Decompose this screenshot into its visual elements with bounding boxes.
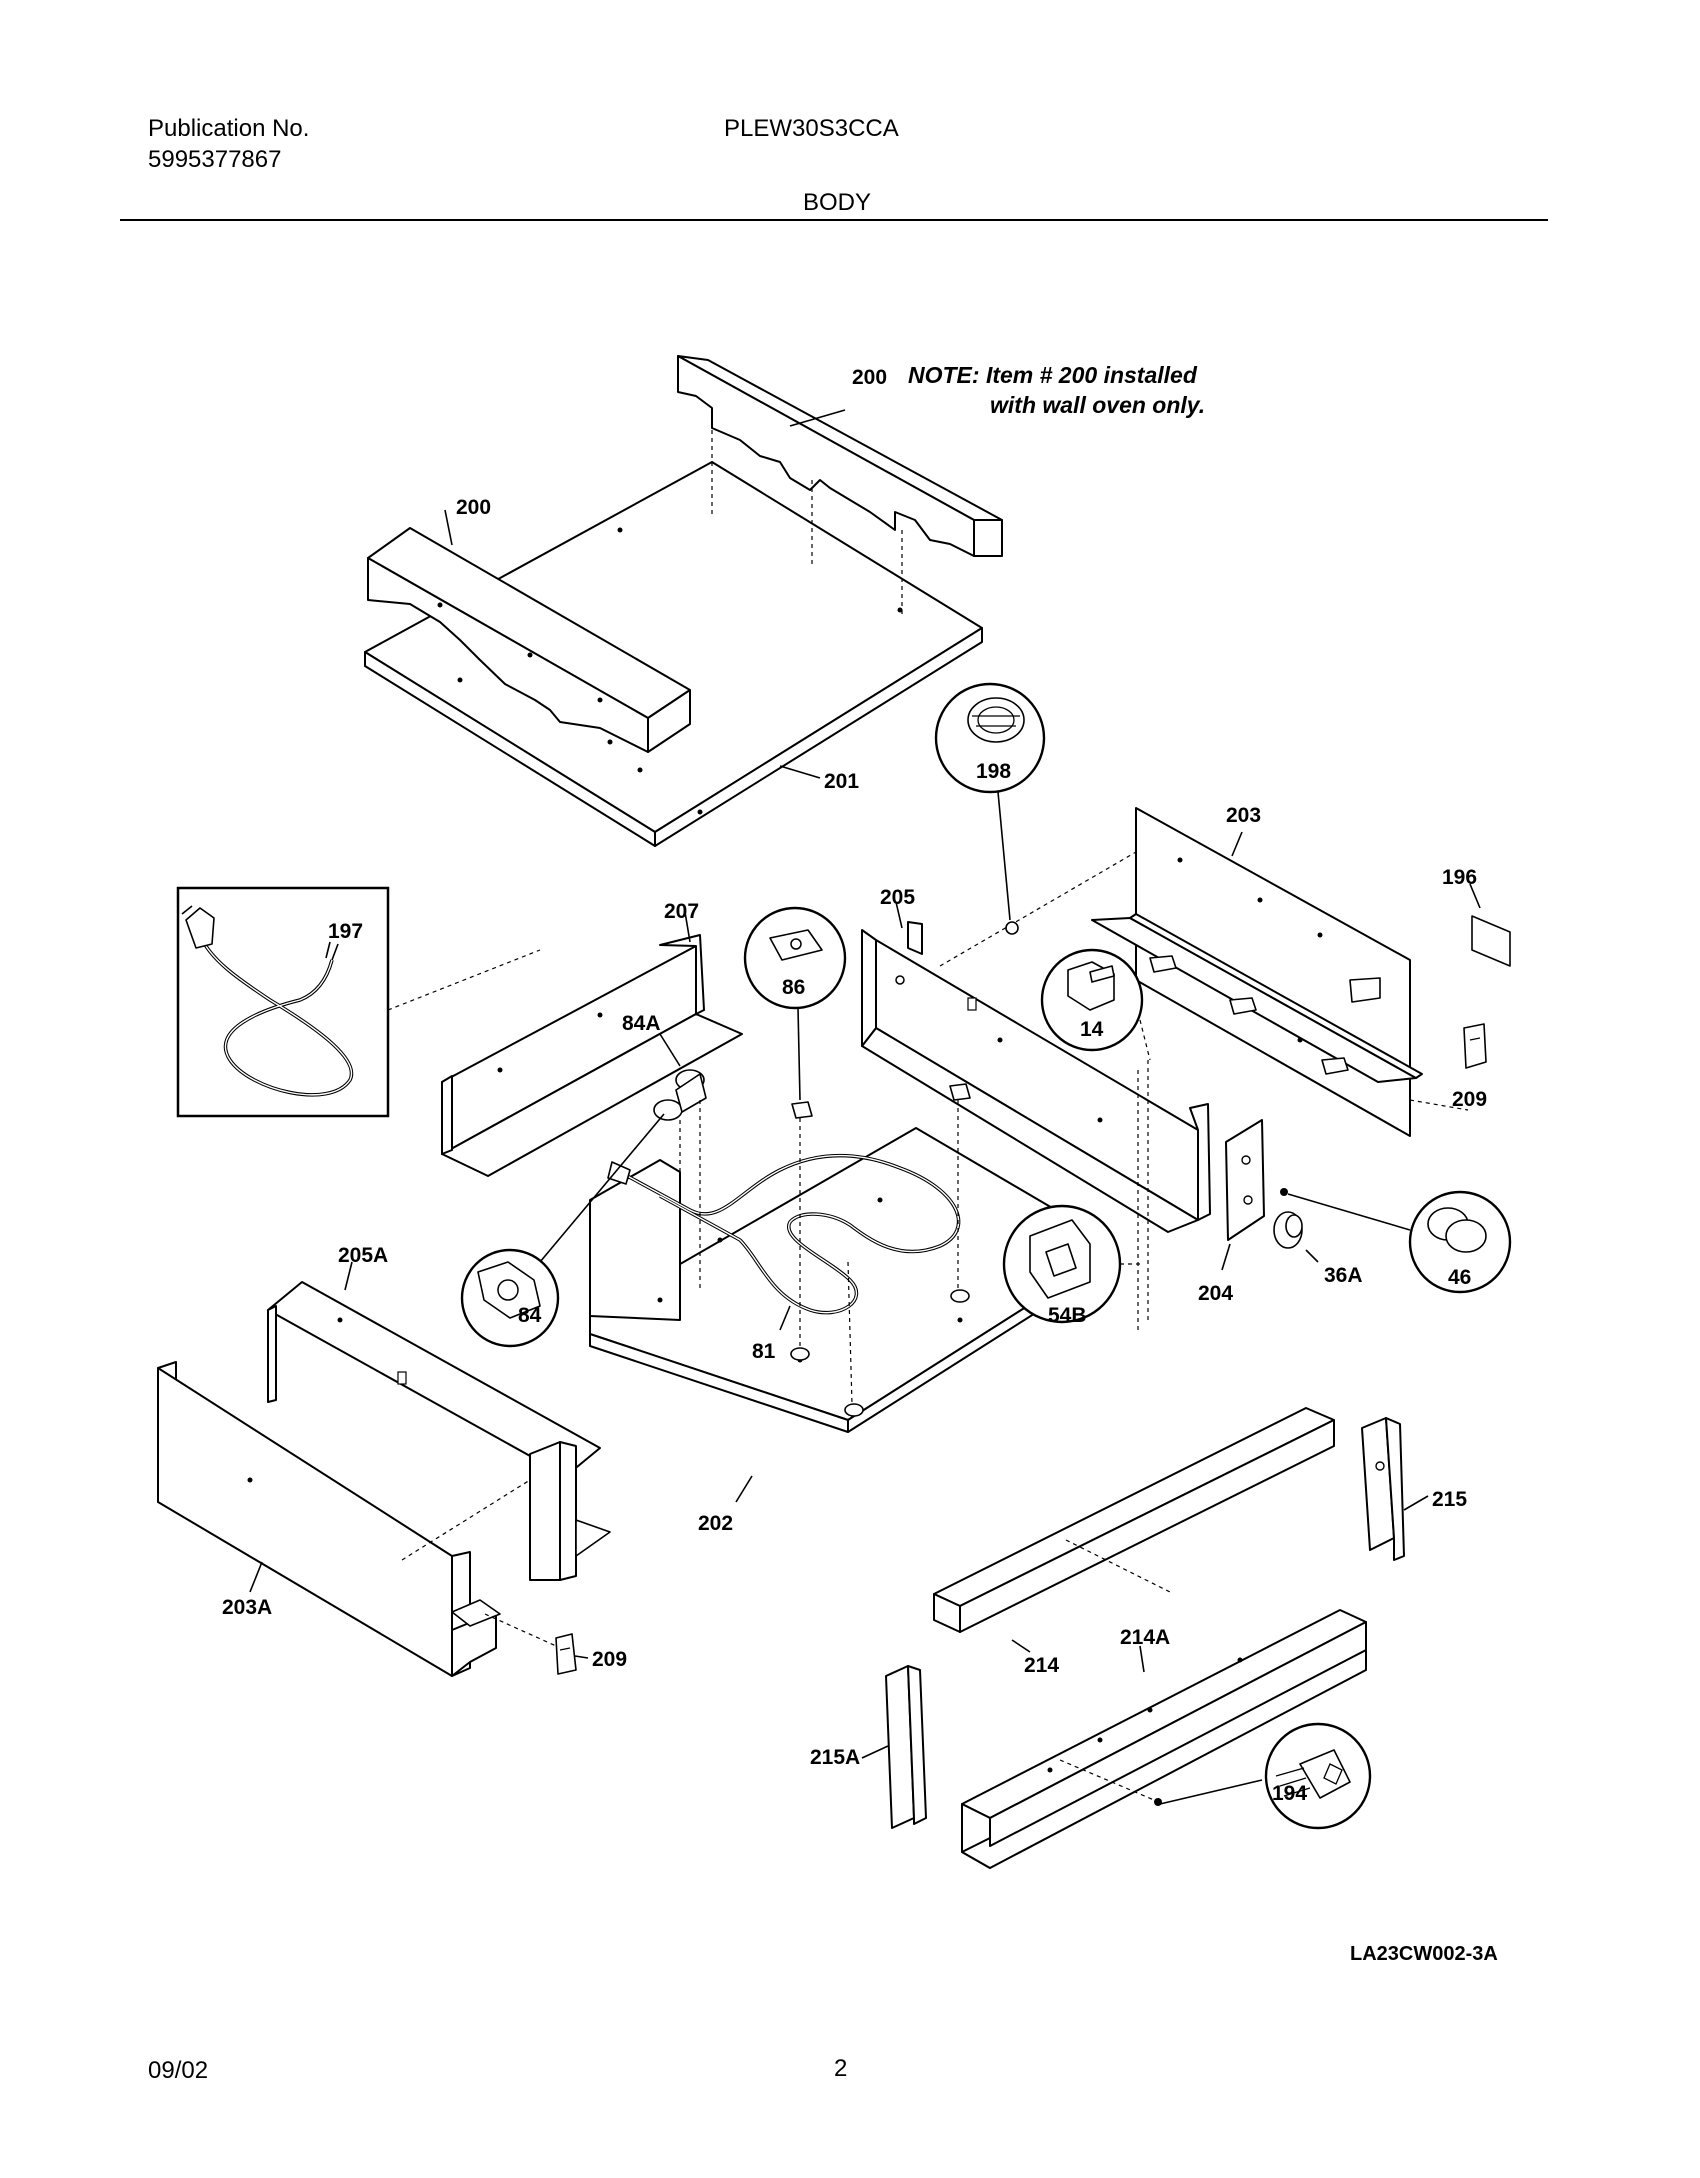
part-209-right-bracket (1463, 1023, 1487, 1069)
callout-203: 203 (1226, 804, 1261, 827)
part-81-bake-element (607, 1153, 961, 1315)
callout-214A: 214A (1120, 1626, 1170, 1649)
callout-207: 207 (664, 900, 699, 923)
part-201-top-panel (364, 461, 983, 847)
diagram-code: LA23CW002-3A (1350, 1943, 1498, 1965)
detail-circle-86 (743, 906, 847, 1010)
part-207-side-panel (441, 934, 743, 1177)
callout-54B: 54B (1048, 1304, 1087, 1327)
callout-84A: 84A (622, 1012, 661, 1035)
callout-36A: 36A (1324, 1264, 1363, 1287)
note-line-1: NOTE: Item # 200 installed (908, 362, 1198, 388)
publication-number: 5995377867 (148, 146, 282, 173)
callout-203A: 203A (222, 1596, 272, 1619)
callout-81: 81 (752, 1340, 776, 1363)
detail-circle-14 (1040, 948, 1144, 1052)
callout-215A: 215A (810, 1746, 860, 1769)
part-200-front-bracket (367, 527, 691, 753)
section-title: BODY (803, 189, 872, 216)
callout-200-left: 200 (456, 496, 491, 519)
part-205A-front-inner-panel (267, 1281, 611, 1581)
part-205-inner-panel (861, 921, 1211, 1233)
callout-84: 84 (518, 1304, 542, 1327)
callout-196: 196 (1442, 866, 1477, 889)
callout-201: 201 (824, 770, 859, 793)
callout-214: 214 (1024, 1654, 1059, 1677)
part-197-power-cord-box (176, 886, 390, 1118)
part-84A-thermostat (653, 1069, 707, 1121)
callout-194: 194 (1272, 1782, 1307, 1805)
model-number: PLEW30S3CCA (724, 115, 899, 142)
callout-209-right: 209 (1452, 1088, 1487, 1111)
part-209-left-bracket (555, 1633, 577, 1675)
part-36A-knob (1273, 1211, 1303, 1249)
callout-204: 204 (1198, 1282, 1233, 1305)
detail-circle-46 (1408, 1190, 1512, 1294)
detail-circle-54B (1002, 1204, 1122, 1324)
part-196-cover-plate (1471, 915, 1511, 967)
callout-197: 197 (328, 920, 363, 943)
part-214-front-trim (933, 1407, 1335, 1633)
callout-205A: 205A (338, 1244, 388, 1267)
callout-46: 46 (1448, 1266, 1471, 1289)
detail-circle-194 (1264, 1722, 1372, 1830)
footer-page-number: 2 (834, 2055, 848, 2082)
part-215-side-trim (1361, 1417, 1405, 1561)
detail-circle-198 (934, 682, 1046, 794)
part-215A-side-trim (885, 1665, 927, 1829)
callout-205: 205 (880, 886, 915, 909)
detail-circle-84 (460, 1248, 560, 1348)
part-200-rear-bracket (677, 355, 1003, 557)
callout-198: 198 (976, 760, 1011, 783)
part-86-clip-b (949, 1083, 971, 1101)
part-214A-lower-trim (961, 1609, 1367, 1869)
part-203-rear-panel (1091, 807, 1423, 1137)
callout-14: 14 (1080, 1018, 1104, 1041)
header-rule (120, 219, 1548, 221)
callout-215: 215 (1432, 1488, 1467, 1511)
publication-label: Publication No. (148, 115, 310, 142)
part-86-clip-a (791, 1101, 813, 1119)
note-line-2: with wall oven only. (990, 392, 1205, 418)
callout-209-left: 209 (592, 1648, 627, 1671)
footer-date: 09/02 (148, 2057, 209, 2084)
part-203A-front-panel (157, 1361, 501, 1677)
callout-200-top: 200 (852, 366, 887, 389)
callout-86: 86 (782, 976, 805, 999)
part-204-mount-bracket (1225, 1119, 1265, 1241)
callout-202: 202 (698, 1512, 733, 1535)
